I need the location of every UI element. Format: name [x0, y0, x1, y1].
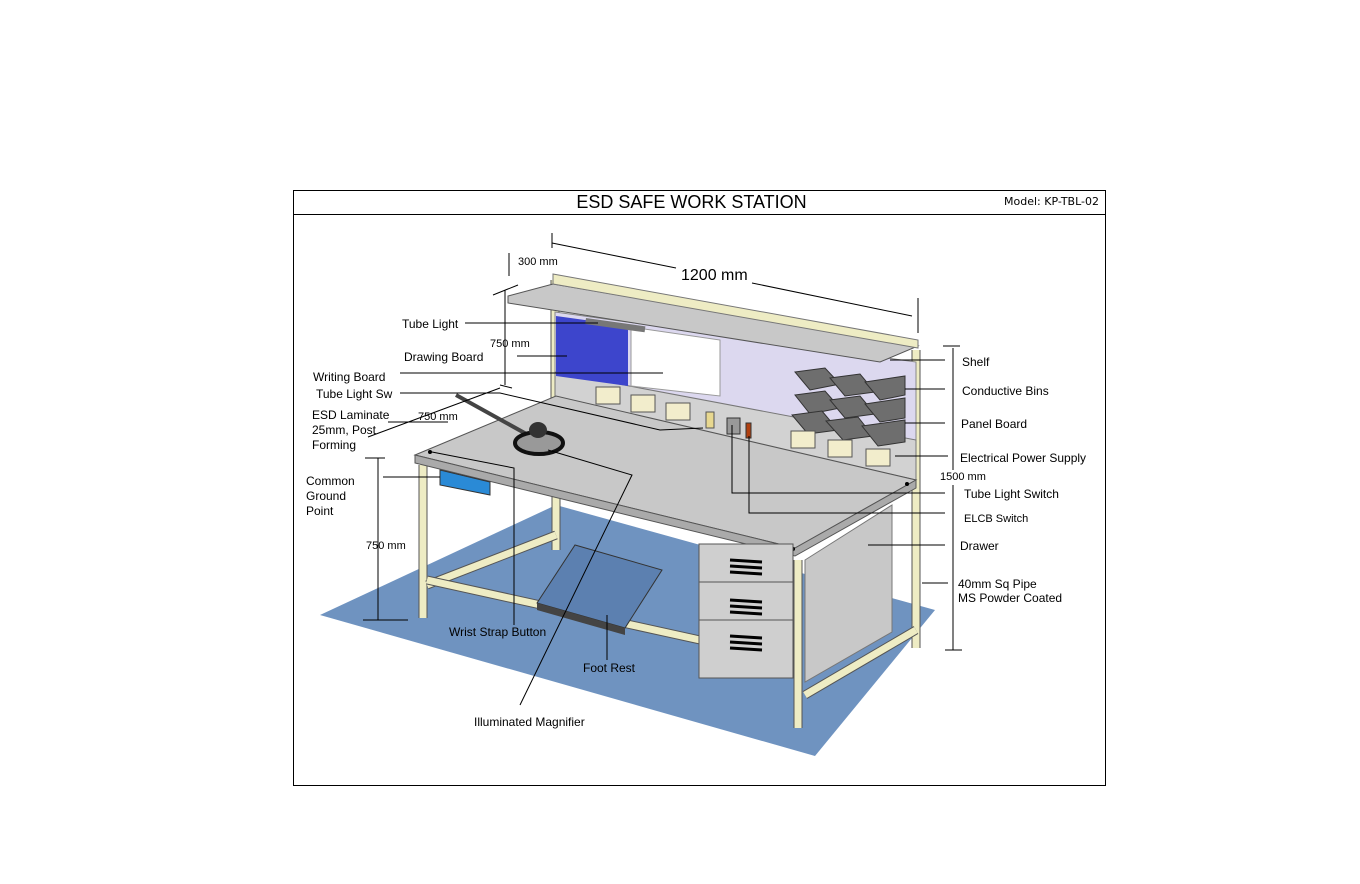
magnifier-arm: [455, 393, 531, 438]
tube-light: [585, 317, 646, 333]
conductive-bins: [791, 367, 906, 447]
drawer-handles: [729, 558, 763, 652]
label-tube-light-switch: Tube Light Switch: [964, 487, 1059, 501]
depth-dimension: 300 mm: [518, 256, 558, 268]
label-tube-light: Tube Light: [402, 317, 459, 331]
label-magnifier: Illuminated Magnifier: [474, 715, 585, 729]
desk-screw: [428, 450, 432, 454]
elcb-switch: [726, 417, 741, 435]
label-esd-laminate: 25mm, Post: [312, 423, 377, 437]
width-dimension: 1200 mm: [681, 267, 748, 284]
label-pipe: MS Powder Coated: [958, 591, 1062, 605]
drawing-board: [556, 316, 628, 386]
desk-edge: [414, 454, 917, 557]
common-ground-point: [439, 469, 491, 496]
label-power-supply: Electrical Power Supply: [960, 451, 1086, 465]
diagram-frame: ESD SAFE WORK STATION Model: KP-TBL-02: [293, 190, 1106, 786]
writing-board: [630, 326, 721, 397]
label-common-ground: Common: [306, 474, 355, 488]
label-common-ground: Ground: [306, 489, 346, 503]
shelf-back-rail: [552, 273, 919, 349]
magnifier-head: [529, 422, 547, 438]
desk-depth-dimension: 750 mm: [418, 411, 458, 423]
label-foot-rest: Foot Rest: [583, 661, 636, 675]
label-writing-board: Writing Board: [313, 370, 385, 384]
drawer-cabinet-side: [804, 504, 893, 683]
desk-height-dimension: 750 mm: [366, 540, 406, 552]
label-common-ground: Point: [306, 504, 334, 518]
label-pipe: 40mm Sq Pipe: [958, 577, 1037, 591]
drawers: [698, 543, 794, 679]
foot-rest-edge: [537, 603, 625, 635]
label-tube-light-sw: Tube Light Sw: [316, 387, 393, 401]
label-elcb-switch: ELCB Switch: [964, 513, 1028, 525]
title-bar: ESD SAFE WORK STATION Model: KP-TBL-02: [294, 191, 1105, 215]
model-number: Model: KP-TBL-02: [1004, 195, 1099, 208]
label-wrist-strap: Wrist Strap Button: [449, 625, 546, 639]
diagram-title: ESD SAFE WORK STATION: [576, 192, 807, 212]
power-sockets: [595, 386, 891, 467]
total-height-dimension: 1500 mm: [940, 471, 986, 483]
leader-lines: [363, 233, 962, 706]
label-drawing-board: Drawing Board: [404, 350, 483, 364]
label-esd-laminate: Forming: [312, 438, 356, 452]
label-conductive-bins: Conductive Bins: [962, 384, 1049, 398]
shelf: [507, 283, 920, 363]
label-shelf: Shelf: [962, 355, 990, 369]
desk-screw: [905, 482, 909, 486]
label-esd-laminate: ESD Laminate: [312, 408, 390, 422]
label-drawer: Drawer: [960, 539, 999, 553]
elcb-switch-lever: [745, 422, 752, 439]
shelf-height-dimension: 750 mm: [490, 338, 530, 350]
label-panel-board: Panel Board: [961, 417, 1027, 431]
tube-light-switch: [705, 411, 715, 429]
